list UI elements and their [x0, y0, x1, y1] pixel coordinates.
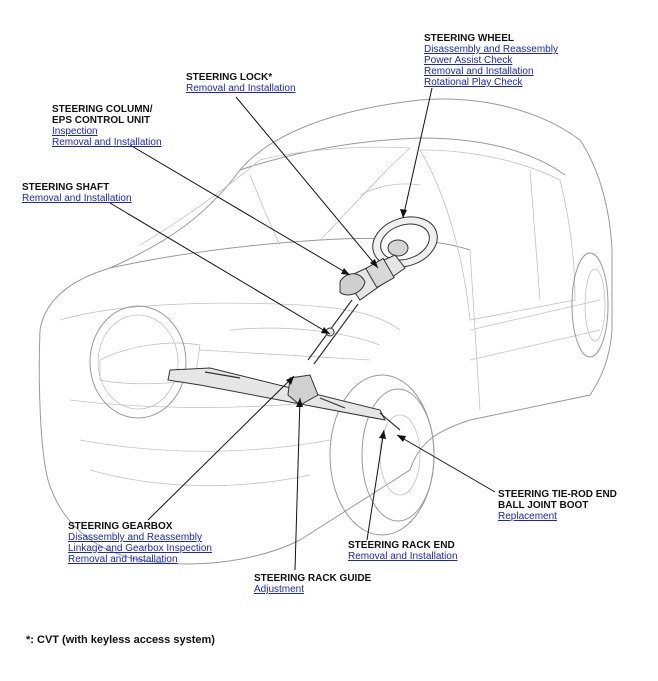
steering-rack-guide-link-adjustment[interactable]: Adjustment	[254, 584, 305, 595]
steering-wheel-title: STEERING WHEEL	[424, 33, 515, 44]
leader-lines	[109, 87, 496, 571]
steering-wheel-link-disassembly[interactable]: Disassembly and Reassembly	[424, 44, 558, 55]
leader-steering-gearbox	[147, 375, 295, 521]
leader-steering-lock	[235, 96, 379, 269]
steering-column-link-removal[interactable]: Removal and Installation	[52, 137, 162, 148]
rear-wheel	[571, 252, 609, 358]
leader-steering-column	[129, 144, 351, 276]
callout-steering-column: STEERING COLUMN/ EPS CONTROL UNIT Inspec…	[52, 104, 162, 148]
steering-lock-link-removal[interactable]: Removal and Installation	[186, 83, 296, 94]
callout-steering-rack-end: STEERING RACK END Removal and Installati…	[348, 540, 458, 562]
steering-gearbox-link-disassembly[interactable]: Disassembly and Reassembly	[68, 532, 202, 543]
callout-steering-wheel: STEERING WHEEL Disassembly and Reassembl…	[424, 33, 558, 88]
leader-steering-wheel	[402, 87, 433, 219]
callout-tie-rod-boot: STEERING TIE-ROD END BALL JOINT BOOT Rep…	[498, 489, 617, 522]
steering-wheel-link-removal[interactable]: Removal and Installation	[424, 66, 534, 77]
steering-wheel-link-power-assist[interactable]: Power Assist Check	[424, 55, 513, 66]
steering-wheel-link-rotational-play[interactable]: Rotational Play Check	[424, 77, 523, 88]
steering-shaft-link-removal[interactable]: Removal and Installation	[22, 193, 132, 204]
steering-gearbox-link-linkage[interactable]: Linkage and Gearbox Inspection	[68, 543, 212, 554]
steering-column-title-line1: STEERING COLUMN/	[52, 104, 153, 115]
car-body-outline	[38, 98, 613, 565]
tie-rod-boot-link-replacement[interactable]: Replacement	[498, 511, 557, 522]
steering-shaft-title: STEERING SHAFT	[22, 182, 110, 193]
tie-rod-boot-title-line1: STEERING TIE-ROD END	[498, 489, 617, 500]
leader-steering-rack-end	[366, 429, 385, 541]
steering-wheel-part	[372, 216, 438, 268]
leader-steering-shaft	[109, 202, 331, 335]
steering-gearbox-title: STEERING GEARBOX	[68, 521, 173, 532]
steering-column-title-line2: EPS CONTROL UNIT	[52, 115, 151, 126]
callout-steering-rack-guide: STEERING RACK GUIDE Adjustment	[254, 573, 371, 595]
steering-lock-title: STEERING LOCK*	[186, 72, 273, 83]
callout-steering-lock: STEERING LOCK* Removal and Installation	[186, 72, 296, 94]
steering-rack-end-title: STEERING RACK END	[348, 540, 455, 551]
steering-gearbox-link-removal[interactable]: Removal and Installation	[68, 554, 178, 565]
steering-shaft-part	[307, 299, 359, 365]
footnote: *: CVT (with keyless access system)	[26, 634, 215, 646]
steering-rack-guide-title: STEERING RACK GUIDE	[254, 573, 372, 584]
steering-rack-end-link-removal[interactable]: Removal and Installation	[348, 551, 458, 562]
callout-steering-gearbox: STEERING GEARBOX Disassembly and Reassem…	[68, 521, 212, 565]
steering-column-part	[339, 254, 406, 301]
steering-gearbox-part	[167, 367, 401, 431]
leader-tie-rod-boot	[396, 434, 496, 493]
front-left-wheel	[89, 305, 187, 419]
tie-rod-boot-title-line2: BALL JOINT BOOT	[498, 500, 589, 511]
leader-steering-rack-guide	[294, 397, 301, 571]
callout-steering-shaft: STEERING SHAFT Removal and Installation	[22, 182, 132, 204]
steering-column-link-inspection[interactable]: Inspection	[52, 126, 98, 137]
